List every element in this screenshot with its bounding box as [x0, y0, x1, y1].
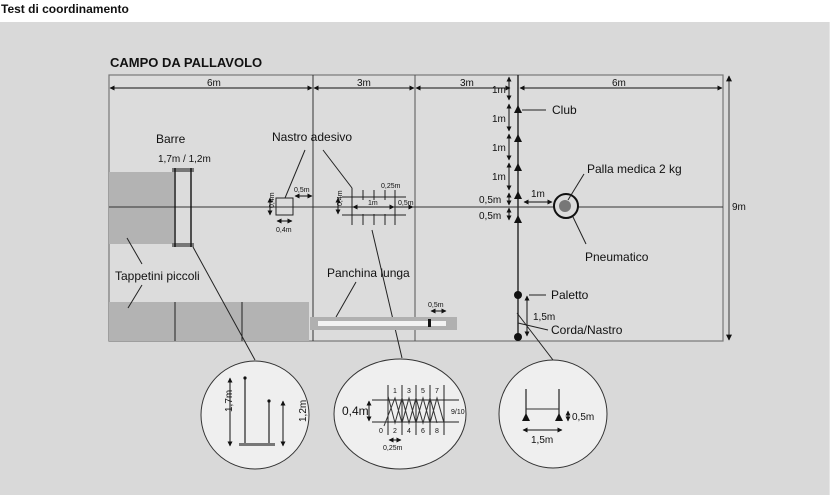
leader-line	[322, 149, 353, 189]
detail-tape-num: 2	[393, 428, 397, 435]
bar-base	[239, 443, 275, 446]
dim-bench-gap: 0,5m	[428, 302, 444, 309]
leader-line	[192, 246, 256, 361]
detail-bars: 1,7m 1,2m	[200, 360, 310, 470]
detail-posts: 0,5m 1,5m	[498, 359, 608, 469]
label-barre: Barre	[156, 132, 186, 146]
detail-post-height: 0,5m	[572, 412, 594, 423]
label-corda: Corda/Nastro	[551, 323, 623, 337]
detail-circle	[200, 360, 310, 470]
dim-9m: 9m	[732, 202, 746, 213]
leader-line	[335, 281, 357, 318]
tape-zigzag	[383, 396, 445, 427]
detail-bar-low: 1,2m	[298, 400, 309, 422]
bar-top	[267, 399, 271, 403]
tape-rungs	[387, 385, 445, 435]
detail-tape-num: 0	[379, 428, 383, 435]
detail-bar-high: 1,7m	[224, 390, 235, 412]
bench-marker	[428, 319, 431, 327]
club-markers	[514, 105, 522, 223]
detail-tape-num: 4	[407, 428, 411, 435]
leader-line	[371, 229, 403, 359]
court-outline	[108, 74, 724, 342]
detail-tape: 0,4m 1 3 5 7 0 2 4 6 8 9/10 0,25m	[333, 358, 467, 470]
dim-box-gap: 0,5m	[294, 187, 310, 194]
post-base-icon	[555, 413, 563, 421]
post-icon	[514, 291, 522, 299]
club-icon	[514, 215, 522, 223]
detail-tape-num: 8	[435, 428, 439, 435]
club-icon	[514, 163, 522, 171]
leader-line	[127, 284, 143, 309]
dim-box-h: 0,4m	[269, 192, 276, 208]
detail-tape-num: 3	[407, 388, 411, 395]
detail-post-width: 1,5m	[531, 435, 553, 446]
leader-line	[567, 173, 585, 201]
dim-ball-gap: 1m	[531, 189, 545, 200]
label-nastro: Nastro adesivo	[272, 130, 352, 144]
bar-cap	[172, 168, 194, 172]
dim-tape-gap: 0,5m	[398, 200, 414, 207]
post-icon	[514, 333, 522, 341]
label-paletto: Paletto	[551, 288, 589, 302]
club-icon	[514, 134, 522, 142]
leader-line	[572, 216, 587, 245]
dim-6m-left: 6m	[207, 78, 221, 89]
mats-bottom	[109, 302, 309, 341]
leader-line	[126, 237, 143, 265]
dim-club-step: 1m	[492, 172, 506, 183]
label-pneumatico: Pneumatico	[585, 250, 649, 264]
leader-line	[284, 149, 306, 199]
label-tappetini: Tappetini piccoli	[115, 269, 200, 283]
detail-tape-num: 7	[435, 388, 439, 395]
post-base-icon	[522, 413, 530, 421]
detail-tape-num: 6	[421, 428, 425, 435]
dim-tape-step: 0,25m	[381, 183, 401, 190]
court-heading: CAMPO DA PALLAVOLO	[110, 55, 262, 70]
leader-line	[516, 312, 554, 361]
leader-line	[517, 322, 549, 331]
tape-box	[275, 197, 294, 216]
detail-circle	[333, 358, 467, 470]
dim-club-step: 0,5m	[479, 211, 501, 222]
dim-box-w: 0,4m	[276, 227, 292, 234]
detail-tape-height: 0,4m	[342, 404, 369, 418]
label-barre-height: 1,7m / 1,2m	[158, 154, 211, 165]
medicine-ball-icon	[559, 200, 571, 212]
label-panchina: Panchina lunga	[327, 266, 410, 280]
club-icon	[514, 105, 522, 113]
dim-tape-w: 1m	[368, 200, 378, 207]
dim-club-step: 1m	[492, 85, 506, 96]
dim-club-step: 0,5m	[479, 195, 501, 206]
page-title: Test di coordinamento	[1, 2, 129, 16]
dim-post-gap: 1,5m	[533, 312, 555, 323]
label-palla: Palla medica 2 kg	[587, 162, 682, 176]
dim-club-step: 1m	[492, 114, 506, 125]
bar-top	[243, 376, 247, 380]
bench-top	[318, 321, 446, 326]
detail-tape-num: 1	[393, 388, 397, 395]
dim-6m-right: 6m	[612, 78, 626, 89]
club-icon	[514, 191, 522, 199]
detail-tape-num: 5	[421, 388, 425, 395]
tape-zigzag	[387, 395, 438, 425]
dim-tape-h: 0,4m	[337, 190, 344, 206]
dim-3m-b: 3m	[460, 78, 474, 89]
detail-tape-step: 0,25m	[383, 445, 403, 452]
detail-tape-end: 9/10	[451, 409, 465, 416]
bar-cap	[172, 243, 194, 247]
mat-left	[109, 172, 174, 244]
dim-3m-a: 3m	[357, 78, 371, 89]
dim-club-step: 1m	[492, 143, 506, 154]
label-club: Club	[552, 103, 577, 117]
detail-circle	[498, 359, 608, 469]
